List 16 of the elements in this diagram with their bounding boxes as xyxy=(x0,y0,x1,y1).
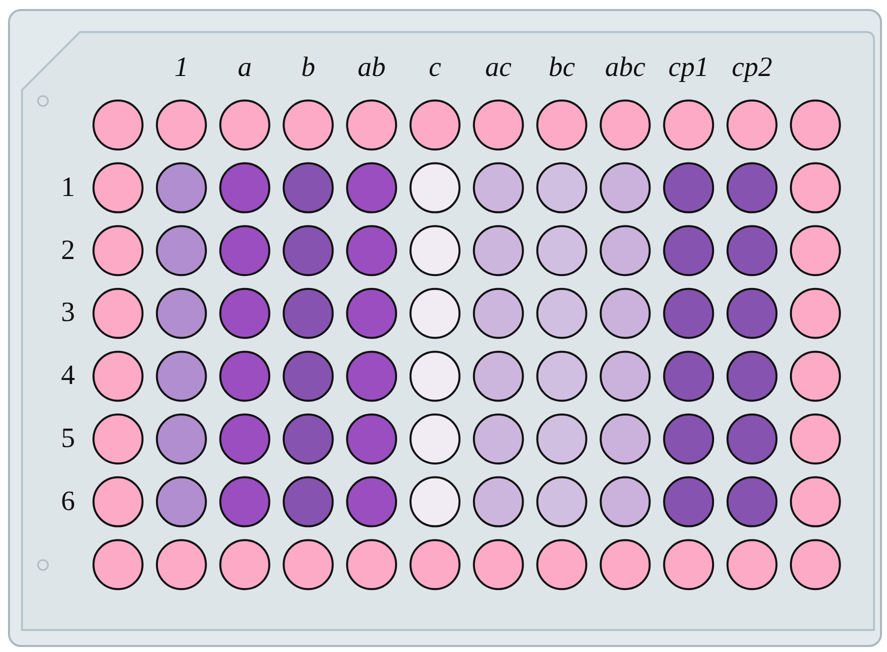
column-label: cp2 xyxy=(732,52,772,84)
column-label: c xyxy=(428,52,442,84)
column-label: 1 xyxy=(174,52,188,84)
row-label: 5 xyxy=(61,423,75,455)
column-label: abc xyxy=(604,52,646,84)
column-label: ac xyxy=(485,52,512,84)
column-label: cp1 xyxy=(668,52,709,84)
row-label: 2 xyxy=(61,234,75,267)
column-label: bc xyxy=(548,52,576,84)
row-label: 1 xyxy=(61,172,75,204)
row-label: 4 xyxy=(61,360,75,392)
row-label: 3 xyxy=(61,297,75,330)
column-label: a xyxy=(238,52,252,84)
column-label: b xyxy=(301,52,316,84)
column-label: ab xyxy=(358,52,386,84)
row-label: 6 xyxy=(61,486,75,518)
